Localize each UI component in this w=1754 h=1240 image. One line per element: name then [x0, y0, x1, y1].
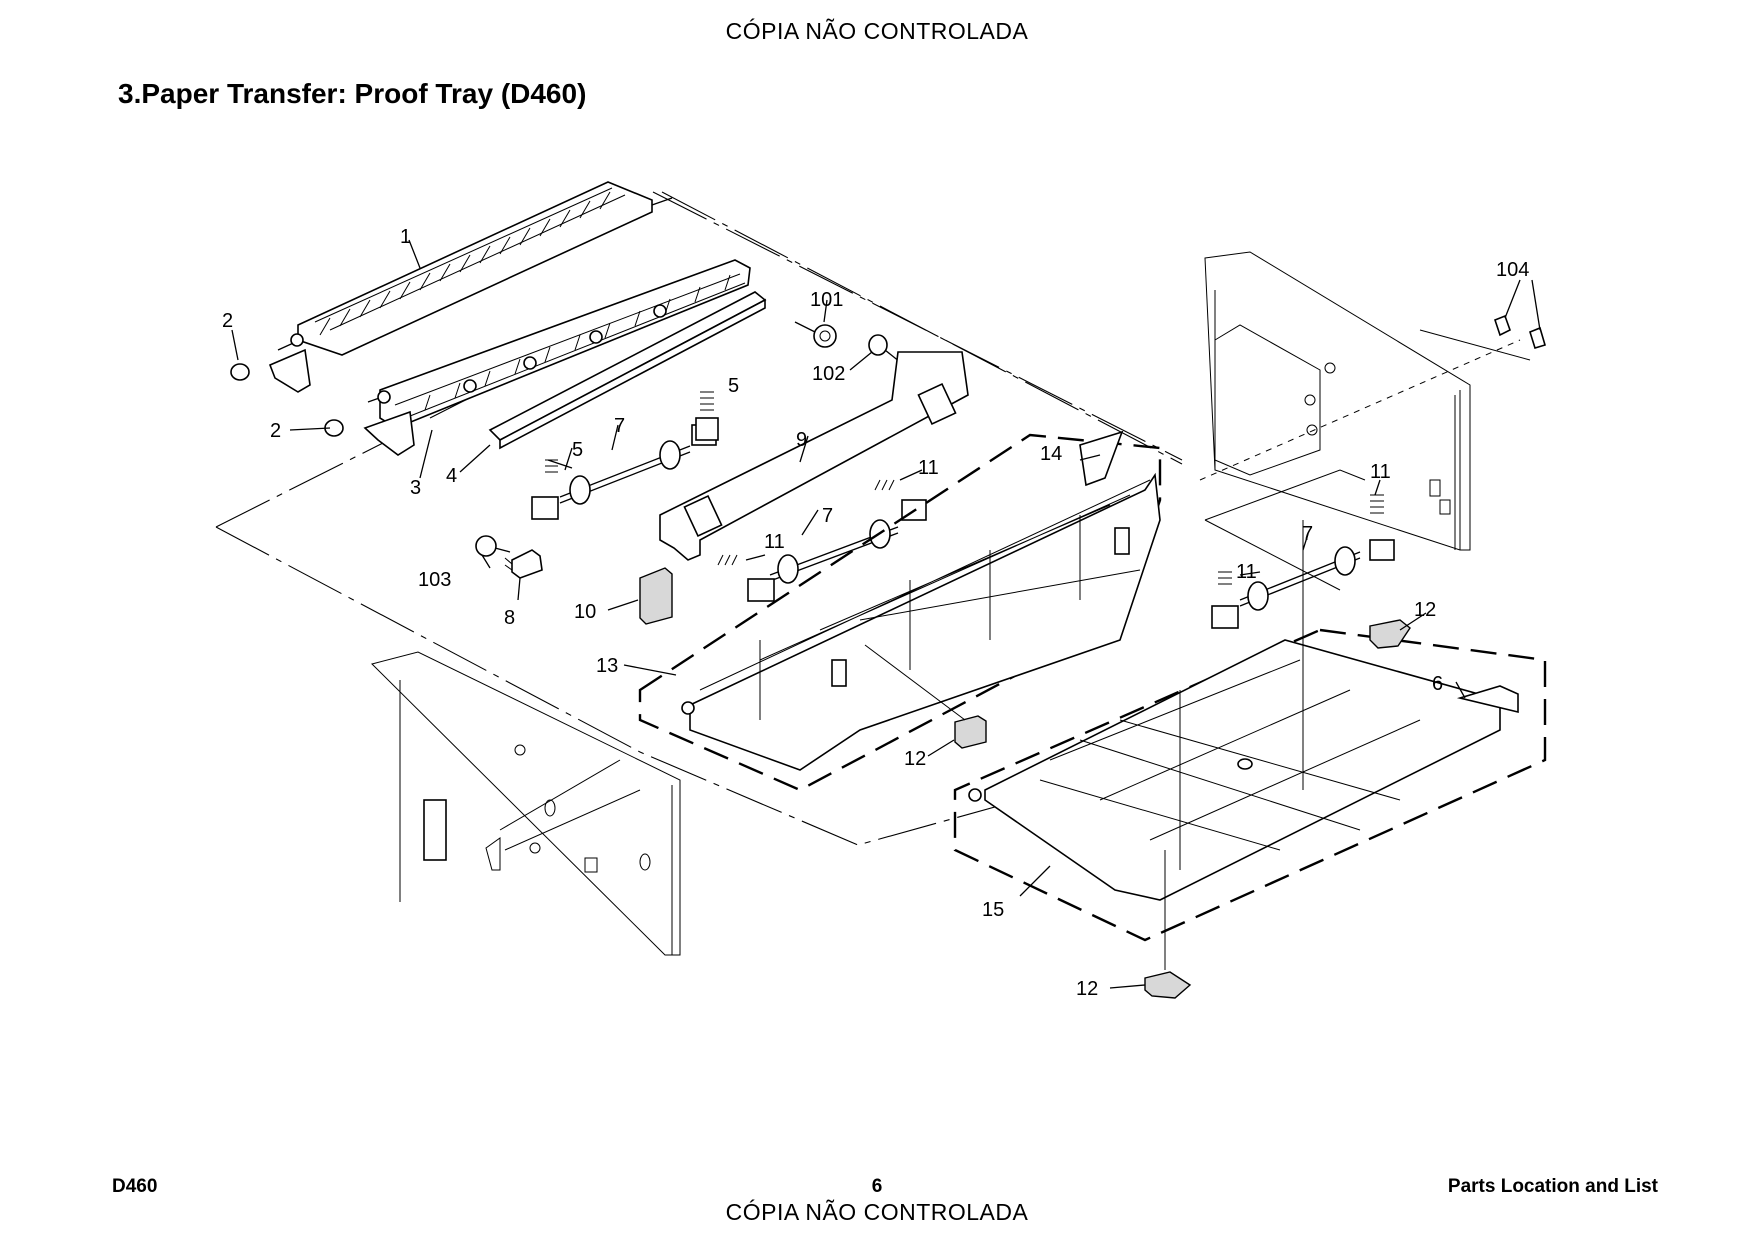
callout-2-lower: 2	[270, 420, 281, 442]
callout-7-left: 7	[614, 415, 625, 437]
part-sensor-8	[504, 549, 543, 579]
part-bracket	[659, 351, 969, 561]
assembly-13	[638, 433, 1162, 792]
screw-101	[794, 321, 837, 348]
callout-5-lower: 5	[572, 439, 583, 461]
part-lower-roller-guide	[363, 259, 751, 456]
part-cover-6	[1456, 685, 1519, 714]
callout-14: 14	[1040, 443, 1062, 465]
callout-11-b: 11	[764, 531, 785, 553]
callout-11-d: 11	[1236, 561, 1257, 583]
callout-15: 15	[982, 899, 1004, 921]
footer-section: Parts Location and List	[1447, 1176, 1658, 1197]
callout-102: 102	[812, 363, 845, 385]
callout-9: 9	[796, 429, 807, 451]
callout-13: 13	[596, 655, 618, 677]
page-title: 3.Paper Transfer: Proof Tray (D460)	[118, 78, 587, 109]
callout-104: 104	[1496, 259, 1529, 281]
frame-left	[371, 651, 681, 956]
leader-lines	[231, 239, 1541, 989]
callout-12-a: 12	[904, 748, 926, 770]
assembly-15	[953, 628, 1547, 942]
callout-1: 1	[400, 226, 411, 248]
callout-10: 10	[574, 601, 596, 623]
callout-4: 4	[446, 465, 457, 487]
callout-labels: 1 2 2 3 4 5 5 7 7 7 9 11 11 11 11 101 10…	[222, 226, 1529, 1000]
screw-102	[868, 334, 901, 363]
callout-2-top: 2	[222, 310, 233, 332]
part-shaft-right	[1211, 539, 1395, 629]
part-flap-14	[1079, 430, 1124, 487]
callout-8: 8	[504, 607, 515, 629]
part-upper-guide-plate	[268, 181, 673, 393]
callout-7-right: 7	[1302, 523, 1313, 545]
guide-line-left	[215, 526, 1021, 846]
watermark-bottom: CÓPIA NÃO CONTROLADA	[725, 1199, 1029, 1225]
footer-model: D460	[112, 1176, 158, 1197]
callout-11-a: 11	[918, 457, 939, 479]
callout-7-middle: 7	[822, 505, 833, 527]
callout-5-top: 5	[728, 375, 739, 397]
frame-right	[1199, 251, 1546, 551]
part-shaft-left	[531, 424, 717, 520]
callout-12-c: 12	[1076, 978, 1098, 1000]
part-block-10	[639, 567, 673, 625]
guide-line-right	[1204, 469, 1366, 591]
callout-103: 103	[418, 569, 451, 591]
part-stopper-12	[954, 619, 1411, 999]
part-springs	[545, 391, 1384, 585]
part-guide-bar	[488, 291, 767, 450]
assembly-guide-lines	[864, 520, 1304, 970]
callout-101: 101	[810, 289, 843, 311]
screw-103	[475, 535, 511, 557]
callout-11-c: 11	[1370, 461, 1391, 483]
watermark-top: CÓPIA NÃO CONTROLADA	[725, 18, 1029, 44]
callout-12-b: 12	[1414, 599, 1436, 621]
callout-3: 3	[410, 477, 421, 499]
guide-line-top	[652, 191, 1183, 465]
callout-6: 6	[1432, 673, 1443, 695]
footer-page-number: 6	[871, 1176, 883, 1197]
